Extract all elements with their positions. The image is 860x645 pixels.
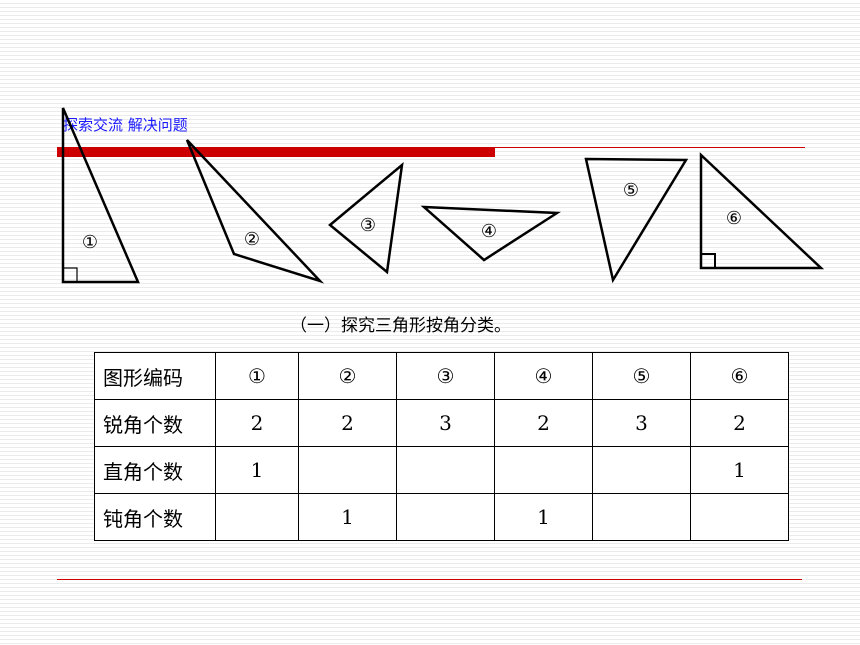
header-cell-3: ③ [396,352,495,400]
table-cell [494,446,593,494]
triangle-2: ② [185,139,325,284]
triangle-4: ④ [420,205,561,262]
header-cell-5: ⑤ [592,352,691,400]
title-red-line [495,147,805,148]
row-label: 直角个数 [94,446,216,494]
triangle-2-label: ② [244,229,260,250]
table-row: 锐角个数 2 2 3 2 3 2 [94,399,789,447]
row-label: 钝角个数 [94,493,216,541]
table-row: 直角个数 1 1 [94,446,789,494]
header-cell-1: ① [215,352,299,400]
table-cell: 3 [592,399,691,447]
table-header-row: 图形编码 ① ② ③ ④ ⑤ ⑥ [94,352,789,400]
table-cell [690,493,789,541]
triangle-3-label: ③ [360,215,376,236]
row-label: 锐角个数 [94,399,216,447]
table-cell [396,493,495,541]
table-cell: 2 [494,399,593,447]
table-cell [298,446,397,494]
triangle-6: ⑥ [699,152,825,270]
triangle-6-label: ⑥ [726,208,742,229]
table-cell: 1 [494,493,593,541]
header-cell-4: ④ [494,352,593,400]
triangle-3: ③ [328,161,404,275]
table-cell: 1 [215,446,299,494]
table-cell: 2 [215,399,299,447]
table-cell [592,446,691,494]
table-cell: 3 [396,399,495,447]
footer-red-line [57,579,802,580]
header-cell-title: 图形编码 [94,352,216,400]
table-cell: 1 [690,446,789,494]
triangle-5: ⑤ [584,157,689,284]
triangle-4-label: ④ [481,221,497,242]
angle-classification-table: 图形编码 ① ② ③ ④ ⑤ ⑥ 锐角个数 2 2 3 2 3 2 直角个数 1… [94,352,789,541]
table-cell [592,493,691,541]
triangle-1: ① [61,107,140,284]
table-caption: （一）探究三角形按角分类。 [290,316,511,336]
table-cell: 2 [690,399,789,447]
table-cell [215,493,299,541]
table-cell: 1 [298,493,397,541]
table-row: 钝角个数 1 1 [94,493,789,541]
header-cell-2: ② [298,352,397,400]
title-red-bar [57,147,495,157]
table-cell: 2 [298,399,397,447]
triangle-1-label: ① [82,232,98,253]
section-heading: 探索交流 解决问题 [63,116,188,134]
header-cell-6: ⑥ [690,352,789,400]
table-cell [396,446,495,494]
triangle-5-label: ⑤ [623,180,639,201]
